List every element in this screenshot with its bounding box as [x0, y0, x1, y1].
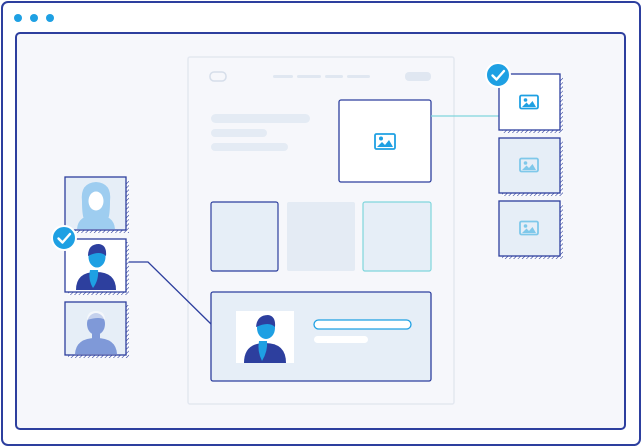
window-dot[interactable] [30, 14, 38, 22]
image-icon [519, 94, 539, 110]
avatar [244, 315, 286, 363]
selected-checkmark-icon [485, 62, 511, 88]
image-icon [374, 133, 396, 150]
wireframe-card [362, 201, 432, 272]
selected-checkmark-icon [51, 225, 77, 251]
profile-subtitle-line [314, 336, 368, 343]
avatar-card[interactable] [64, 301, 129, 358]
window-controls [14, 14, 54, 22]
wireframe-nav-links [273, 75, 370, 78]
profile-name-field [313, 319, 412, 330]
image-icon [519, 220, 539, 236]
wireframe-nav-button [405, 72, 431, 81]
wireframe-card [287, 202, 355, 271]
wireframe-page [187, 56, 455, 405]
connector-line [127, 261, 212, 325]
image-placeholder-box[interactable] [338, 99, 432, 183]
wireframe-logo [209, 71, 227, 82]
person-short-hair-icon [75, 311, 117, 354]
person-icon [76, 244, 116, 290]
wireframe-text-lines [211, 114, 310, 151]
avatar-card[interactable] [64, 176, 129, 233]
image-icon [519, 157, 539, 173]
person-long-hair-icon [77, 182, 115, 229]
window-dot[interactable] [14, 14, 22, 22]
window-dot[interactable] [46, 14, 54, 22]
image-card[interactable] [498, 137, 563, 196]
wireframe-card [210, 201, 279, 272]
image-card[interactable] [498, 200, 563, 259]
avatar-stack [51, 176, 129, 358]
image-card[interactable] [498, 73, 563, 133]
avatar-card[interactable] [64, 238, 129, 295]
image-stack [485, 62, 563, 259]
